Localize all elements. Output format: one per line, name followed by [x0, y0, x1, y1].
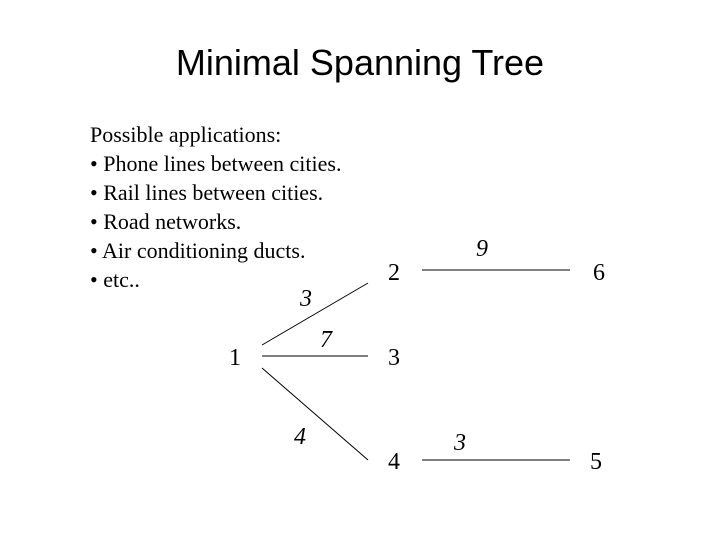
node-6: 6	[593, 260, 605, 286]
edge-1-2	[261, 282, 369, 346]
application-item: • etc..	[90, 267, 140, 292]
edge-weight-1-3: 7	[320, 327, 333, 353]
edge-weight-2-6: 9	[476, 236, 488, 262]
node-4: 4	[388, 449, 400, 475]
application-item: • Rail lines between cities.	[90, 180, 324, 205]
edge-weight-1-4: 4	[294, 424, 306, 450]
application-item: • Phone lines between cities.	[90, 151, 342, 176]
applications-heading: Possible applications:	[90, 122, 282, 147]
node-3: 3	[388, 345, 400, 371]
node-2: 2	[388, 260, 400, 286]
edge-weight-4-5: 3	[453, 430, 466, 456]
node-1: 1	[229, 345, 241, 371]
slide-title: Minimal Spanning Tree	[175, 42, 545, 83]
edge-1-4	[261, 367, 369, 461]
application-item: • Road networks.	[90, 209, 242, 234]
applications-list: Possible applications: • Phone lines bet…	[90, 120, 341, 294]
edge-weight-1-2: 3	[299, 286, 312, 312]
node-5: 5	[590, 449, 602, 475]
application-item: • Air conditioning ducts.	[90, 238, 306, 263]
